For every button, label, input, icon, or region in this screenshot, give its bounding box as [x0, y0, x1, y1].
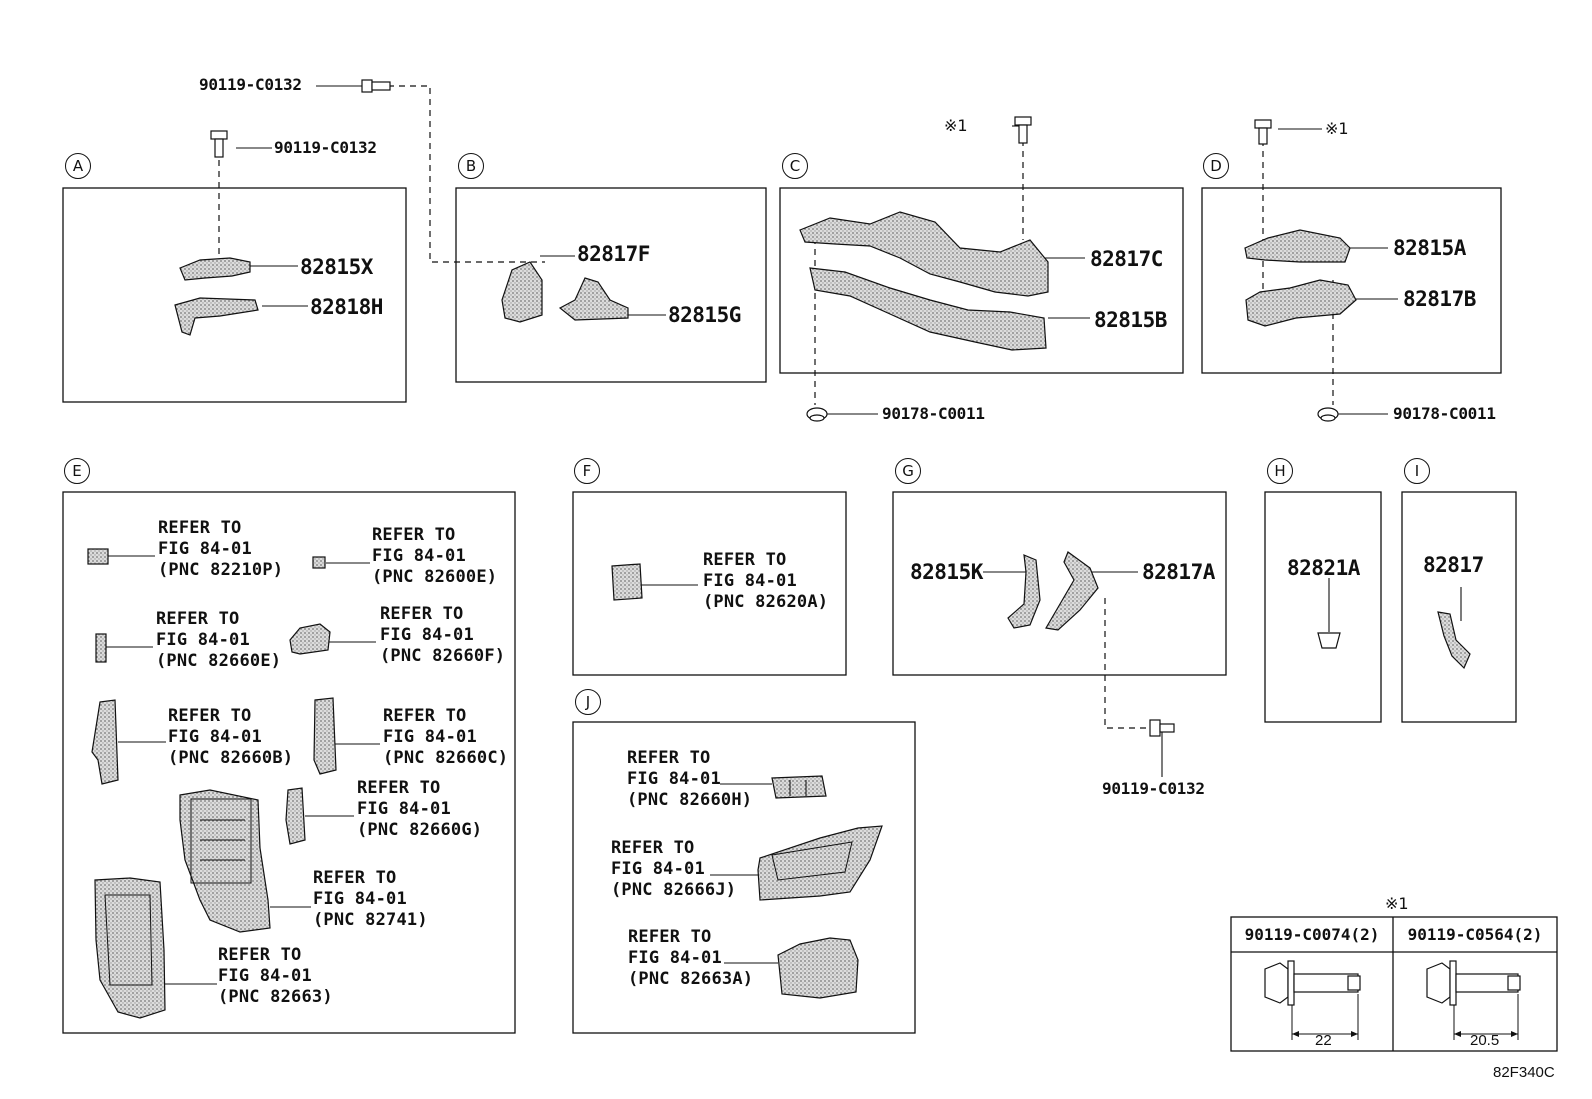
note-col-1-dimension: 22: [1315, 1032, 1332, 1049]
part-82815b: 82815B: [1094, 308, 1167, 332]
group-c-nut-label: 90178-C0011: [882, 404, 985, 423]
box-a: [62, 187, 407, 403]
group-letter-b: B: [458, 153, 484, 179]
group-a-bolt-label: 90119-C0132: [274, 138, 377, 157]
note-mark-d: ※1: [1325, 119, 1349, 138]
box-b: [455, 187, 767, 383]
box-i: [1401, 491, 1517, 723]
ref-82660b: REFER TO FIG 84-01 (PNC 82660B): [168, 706, 294, 768]
note-col-2-dimension: 20.5: [1470, 1032, 1500, 1049]
part-82817c: 82817C: [1090, 247, 1163, 271]
ref-82663a: REFER TO FIG 84-01 (PNC 82663A): [628, 927, 754, 989]
note-table-mark: ※1: [1385, 894, 1409, 913]
ref-82660h: REFER TO FIG 84-01 (PNC 82660H): [627, 748, 753, 810]
ref-82660f: REFER TO FIG 84-01 (PNC 82660F): [380, 604, 506, 666]
box-d: [1201, 187, 1502, 374]
part-82821a: 82821A: [1287, 556, 1360, 580]
diagram-id: 82F340C: [1493, 1064, 1555, 1081]
part-82818h: 82818H: [310, 295, 383, 319]
part-82815g: 82815G: [668, 303, 741, 327]
group-letter-d: D: [1203, 153, 1229, 179]
note-col-1-header: 90119-C0074(2): [1244, 925, 1380, 944]
group-letter-c: C: [782, 153, 808, 179]
ref-82741: REFER TO FIG 84-01 (PNC 82741): [313, 868, 428, 930]
box-e: [62, 491, 516, 1034]
group-letter-a: A: [65, 153, 91, 179]
part-82817f: 82817F: [577, 242, 650, 266]
part-82817: 82817: [1423, 553, 1484, 577]
ref-82620a: REFER TO FIG 84-01 (PNC 82620A): [703, 550, 829, 612]
ref-82600e: REFER TO FIG 84-01 (PNC 82600E): [372, 525, 498, 587]
ref-82210p: REFER TO FIG 84-01 (PNC 82210P): [158, 518, 284, 580]
box-f: [572, 491, 847, 676]
group-letter-f: F: [574, 458, 600, 484]
note-table: [1230, 916, 1558, 1052]
group-g-bolt-label: 90119-C0132: [1102, 779, 1205, 798]
box-g: [892, 491, 1227, 676]
note-mark-c: ※1: [944, 116, 968, 135]
part-82815k: 82815K: [910, 560, 983, 584]
part-82815a: 82815A: [1393, 236, 1466, 260]
group-d-nut-label: 90178-C0011: [1393, 404, 1496, 423]
part-82815x: 82815X: [300, 255, 373, 279]
box-j: [572, 721, 916, 1034]
ref-82663: REFER TO FIG 84-01 (PNC 82663): [218, 945, 333, 1007]
group-letter-j: J: [575, 689, 601, 715]
ref-82660e: REFER TO FIG 84-01 (PNC 82660E): [156, 609, 282, 671]
part-82817b: 82817B: [1403, 287, 1476, 311]
ref-82660c: REFER TO FIG 84-01 (PNC 82660C): [383, 706, 509, 768]
group-letter-h: H: [1267, 458, 1293, 484]
ref-82660g: REFER TO FIG 84-01 (PNC 82660G): [357, 778, 483, 840]
part-82817a: 82817A: [1142, 560, 1215, 584]
group-letter-g: G: [895, 458, 921, 484]
group-letter-e: E: [64, 458, 90, 484]
top-bolt-label: 90119-C0132: [199, 75, 302, 94]
note-col-2-header: 90119-C0564(2): [1407, 925, 1543, 944]
box-h: [1264, 491, 1382, 723]
ref-82666j: REFER TO FIG 84-01 (PNC 82666J): [611, 838, 737, 900]
box-c: [779, 187, 1184, 374]
group-letter-i: I: [1404, 458, 1430, 484]
